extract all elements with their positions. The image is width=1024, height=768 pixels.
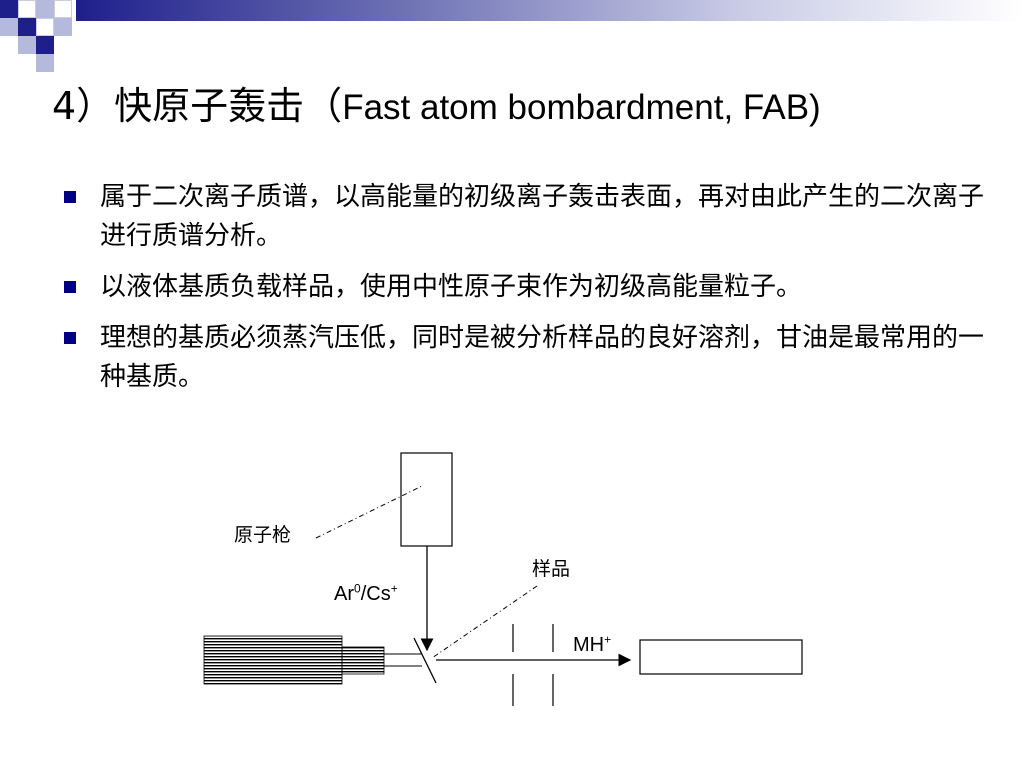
beam-label: Ar0/Cs+: [334, 581, 398, 605]
decor-square: [36, 36, 54, 54]
bullet-list: 属于二次离子质谱，以高能量的初级离子轰击表面，再对由此产生的二次离子进行质谱分析…: [64, 178, 984, 409]
bullet-text: 以液体基质负载样品，使用中性原子束作为初级高能量粒子。: [100, 272, 803, 302]
bullet-text: 属于二次离子质谱，以高能量的初级离子轰击表面，再对由此产生的二次离子进行质谱分析…: [100, 182, 985, 251]
decor-square: [36, 0, 54, 18]
atom-gun-label: 原子枪: [234, 524, 292, 546]
analyzer-box: [639, 639, 803, 675]
decor-square: [54, 18, 72, 36]
probe-neck: [341, 646, 385, 675]
ion-label-sup: +: [604, 632, 612, 647]
probe-body: [203, 635, 343, 685]
decor-square: [18, 0, 36, 18]
atom-gun-box: [400, 452, 453, 547]
square-bullet-icon: [64, 332, 76, 344]
fab-schematic: 原子枪 样品 Ar0/Cs+ MH+: [0, 440, 1024, 740]
title-english: Fast atom bombardment, FAB): [342, 88, 821, 127]
beam-label-sup: 0: [354, 581, 361, 596]
decor-square: [54, 0, 72, 18]
slide-title: 4）快原子轰击（Fast atom bombardment, FAB): [52, 80, 821, 134]
decor-square: [18, 18, 36, 36]
bullet-item: 以液体基质负载样品，使用中性原子束作为初级高能量粒子。: [64, 268, 984, 307]
beam-label-base: Ar: [334, 583, 354, 605]
ion-label: MH+: [573, 632, 612, 656]
sample-target: [413, 637, 437, 684]
decor-square: [18, 36, 36, 54]
ion-label-base: MH: [573, 634, 605, 656]
bullet-item: 理想的基质必须蒸汽压低，同时是被分析样品的良好溶剂，甘油是最常用的一种基质。: [64, 319, 984, 397]
bullet-item: 属于二次离子质谱，以高能量的初级离子轰击表面，再对由此产生的二次离子进行质谱分析…: [64, 178, 984, 256]
sample-leader: [431, 585, 538, 659]
square-bullet-icon: [64, 281, 76, 293]
atom-gun-leader: [315, 485, 423, 539]
decor-square: [36, 54, 54, 72]
beam-label-mid: /Cs: [360, 583, 391, 605]
title-chinese: 4）快原子轰击（: [52, 84, 343, 128]
fab-schematic-drawing: [203, 452, 803, 706]
square-bullet-icon: [64, 191, 76, 203]
sample-label: 样品: [532, 558, 571, 580]
beam-label-sup: +: [390, 581, 398, 596]
decor-square: [36, 18, 54, 36]
header-gradient-strip: [76, 0, 1024, 21]
bullet-text: 理想的基质必须蒸汽压低，同时是被分析样品的良好溶剂，甘油是最常用的一种基质。: [100, 323, 985, 392]
decor-square: [0, 18, 18, 36]
decor-square: [0, 0, 18, 18]
